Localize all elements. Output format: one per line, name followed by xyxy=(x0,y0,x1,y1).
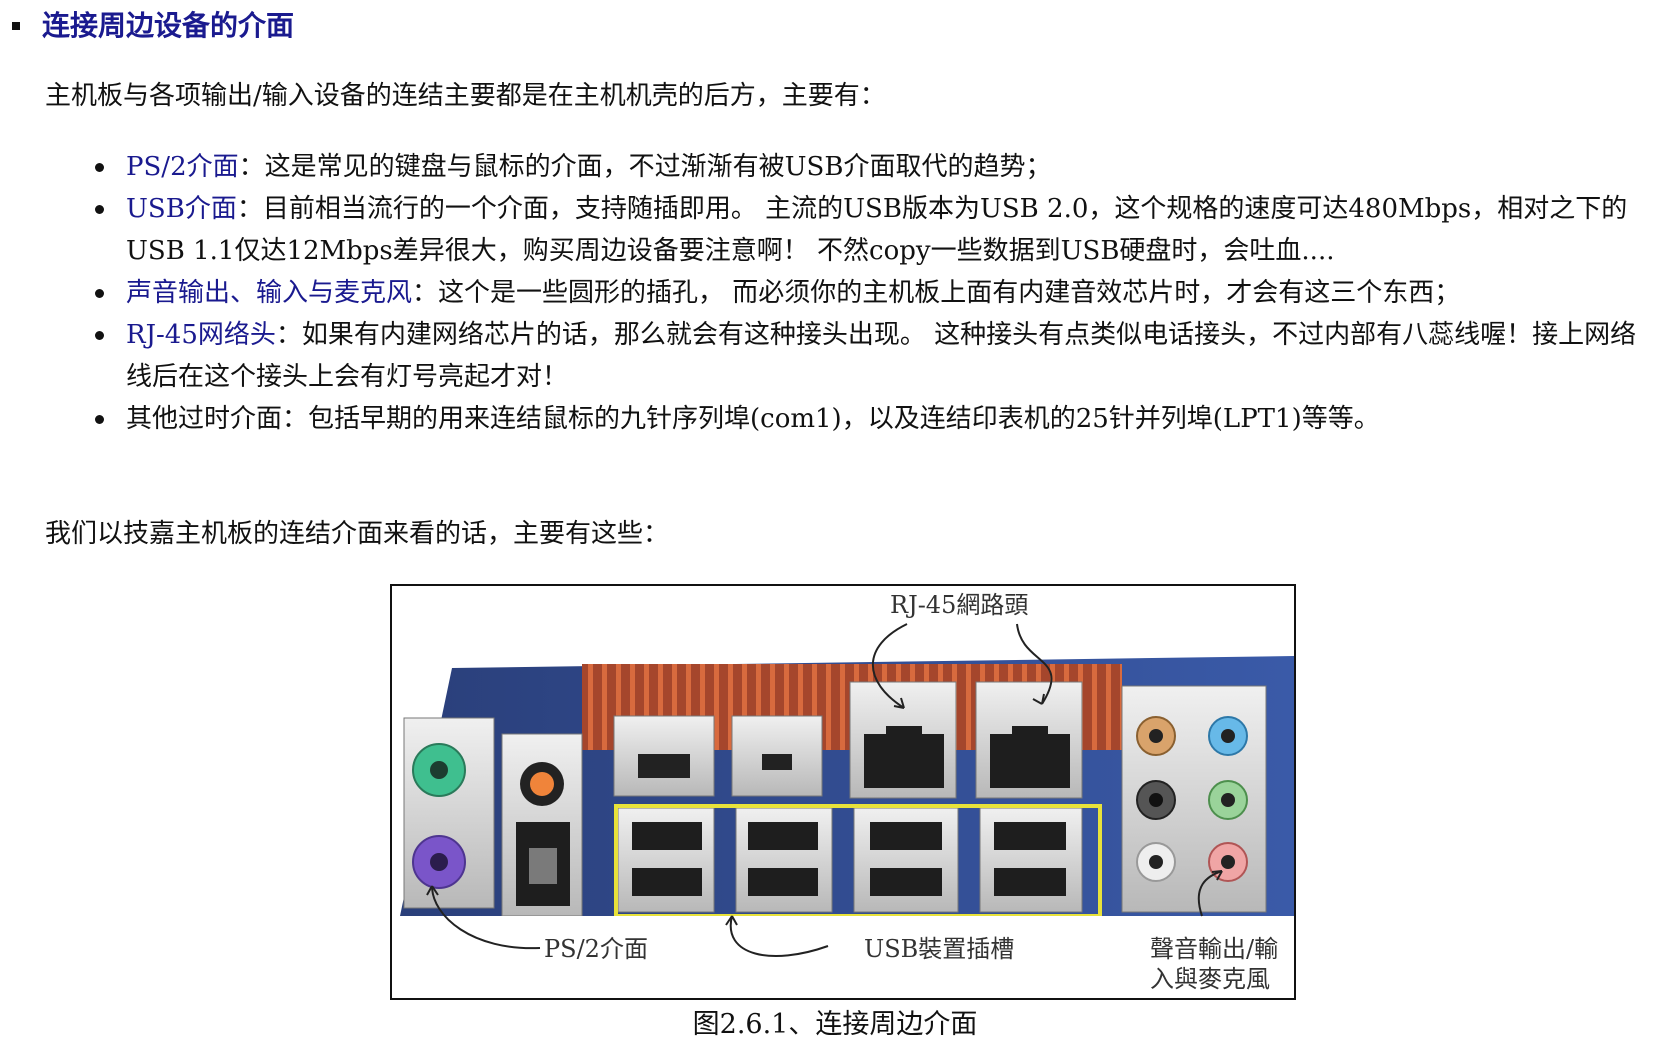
list-item: PS/2介面：这是常见的键盘与鼠标的介面，不过渐渐有被USB介面取代的趋势； xyxy=(92,146,1652,188)
square-bullet-icon xyxy=(12,22,20,30)
annotation-arrows xyxy=(426,623,1223,957)
list-item-text: 其他过时介面：包括早期的用来连结鼠标的九针序列埠(com1)，以及连结印表机的2… xyxy=(126,404,1380,434)
spdif-port-block xyxy=(501,733,583,917)
list-item-text: ：目前相当流行的一个介面，支持随插即用。 主流的USB版本为USB 2.0，这个… xyxy=(126,194,1628,266)
interface-list: PS/2介面：这是常见的键盘与鼠标的介面，不过渐渐有被USB介面取代的趋势； U… xyxy=(92,146,1652,440)
ps2-port-block xyxy=(403,717,495,909)
usb-port-group xyxy=(614,804,1102,918)
figure-label-ps2: PS/2介面 xyxy=(544,935,648,963)
figure-caption: 图2.6.1、连接周边介面 xyxy=(692,1009,978,1040)
list-item: 其他过时介面：包括早期的用来连结鼠标的九针序列埠(com1)，以及连结印表机的2… xyxy=(92,398,1652,440)
list-item-text: ：这个是一些圆形的插孔， 而必须你的主机板上面有内建音效芯片时，才会有这三个东西… xyxy=(412,278,1461,308)
bullet-dot-icon xyxy=(95,205,104,214)
list-item-text: ：如果有内建网络芯片的话，那么就会有这种接头出现。 这种接头有点类似电话接头，不… xyxy=(126,320,1637,392)
rj45-port-2 xyxy=(975,681,1083,799)
list-item: 声音输出、输入与麦克风：这个是一些圆形的插孔， 而必须你的主机板上面有内建音效芯… xyxy=(92,272,1652,314)
bullet-dot-icon xyxy=(95,289,104,298)
section-heading: 连接周边设备的介面 xyxy=(12,4,294,48)
list-item: USB介面：目前相当流行的一个介面，支持随插即用。 主流的USB版本为USB 2… xyxy=(92,188,1652,272)
list-item-term: USB介面 xyxy=(126,194,237,224)
list-item: RJ-45网络头：如果有内建网络芯片的话，那么就会有这种接头出现。 这种接头有点… xyxy=(92,314,1652,398)
coaxial-port-icon xyxy=(530,772,554,796)
outro-paragraph: 我们以技嘉主机板的连结介面来看的话，主要有这些： xyxy=(45,519,670,549)
bullet-dot-icon xyxy=(95,415,104,424)
figure-label-usb: USB裝置插槽 xyxy=(864,935,1015,963)
motherboard-io-illustration xyxy=(392,623,1294,998)
optical-port-icon xyxy=(529,848,557,884)
rj45-port-1 xyxy=(849,681,957,799)
bullet-dot-icon xyxy=(95,331,104,340)
motherboard-io-figure: RJ-45網路頭 PS/2介面 USB裝置插槽 聲音輸出/輸 入與麥克風 xyxy=(390,584,1296,1000)
intro-paragraph: 主机板与各项输出/输入设备的连结主要都是在主机机壳的后方，主要有： xyxy=(45,81,886,111)
section-heading-text: 连接周边设备的介面 xyxy=(42,9,295,42)
list-item-term: 声音输出、输入与麦克风 xyxy=(126,278,413,308)
audio-port-block xyxy=(1121,685,1267,913)
firewire-port-icon xyxy=(638,754,690,778)
figure-label-audio-line1: 聲音輸出/輸 xyxy=(1150,935,1279,963)
figure-label-rj45: RJ-45網路頭 xyxy=(890,591,1029,619)
list-item-term: PS/2介面 xyxy=(126,152,239,182)
bullet-dot-icon xyxy=(95,163,104,172)
firewire-small-port-icon xyxy=(762,754,792,770)
figure-label-audio-line2: 入與麥克風 xyxy=(1150,965,1270,993)
list-item-term: RJ-45网络头 xyxy=(126,320,276,350)
list-item-text: ：这是常见的键盘与鼠标的介面，不过渐渐有被USB介面取代的趋势； xyxy=(238,152,1052,182)
